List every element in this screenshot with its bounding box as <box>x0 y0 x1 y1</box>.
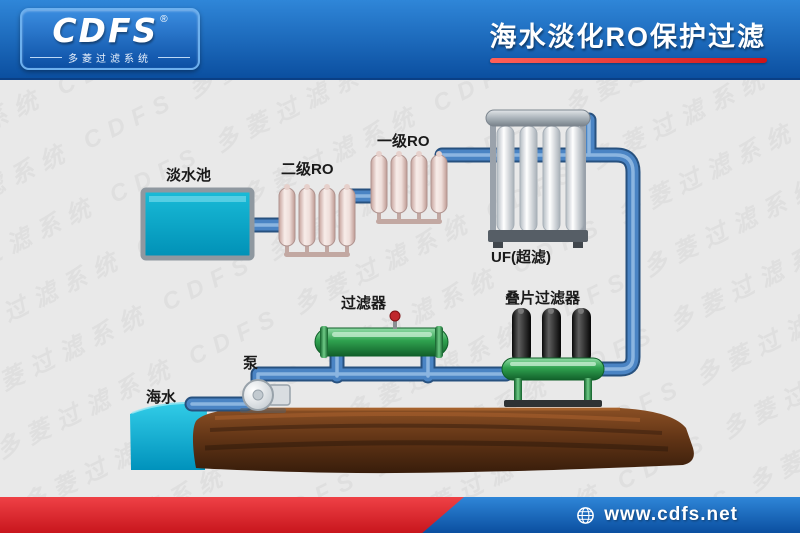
page-title: 海水淡化RO保护过滤 <box>489 22 766 52</box>
title-underline <box>488 58 767 63</box>
process-diagram <box>130 109 694 474</box>
logo-text: CDFS <box>52 10 159 50</box>
label-pump: 泵 <box>243 355 259 372</box>
fresh-water-pool-shape <box>140 187 255 261</box>
label-second-stage-ro: 二级RO <box>281 161 334 178</box>
diagram-area: CDFS 多菱过滤系统 CDFS 多菱过滤系统 CDFS 多菱过滤系统 CDFS… <box>0 80 800 497</box>
footer-url[interactable]: www.cdfs.net <box>604 504 738 525</box>
page-title-wrap: 海水淡化RO保护过滤 <box>488 15 767 63</box>
disc-filter-shape <box>501 308 605 407</box>
globe-icon <box>577 506 595 524</box>
label-seawater: 海水 <box>146 389 177 406</box>
filter-shape <box>314 310 449 358</box>
logo[interactable]: CDFS ® 多菱过滤系统 <box>20 8 200 70</box>
ground-shape <box>192 407 694 474</box>
uf-unit-shape <box>485 109 591 248</box>
label-fresh-water-pool: 淡水池 <box>166 167 212 184</box>
footer: www.cdfs.net <box>0 497 800 533</box>
second-stage-ro-shape <box>278 184 356 257</box>
label-first-stage-ro: 一级RO <box>377 133 430 150</box>
label-uf-unit: UF(超滤) <box>491 249 551 266</box>
registered-mark-icon: ® <box>160 13 168 25</box>
pump-shape <box>240 379 291 413</box>
logo-main: CDFS ® <box>52 14 167 47</box>
logo-subtext: 多菱过滤系统 <box>30 50 190 65</box>
label-disc-filter: 叠片过滤器 <box>505 290 581 307</box>
first-stage-ro-shape <box>370 151 448 224</box>
label-filter: 过滤器 <box>341 295 387 312</box>
footer-red-accent <box>0 497 464 533</box>
header: CDFS ® 多菱过滤系统 海水淡化RO保护过滤 <box>0 0 800 80</box>
